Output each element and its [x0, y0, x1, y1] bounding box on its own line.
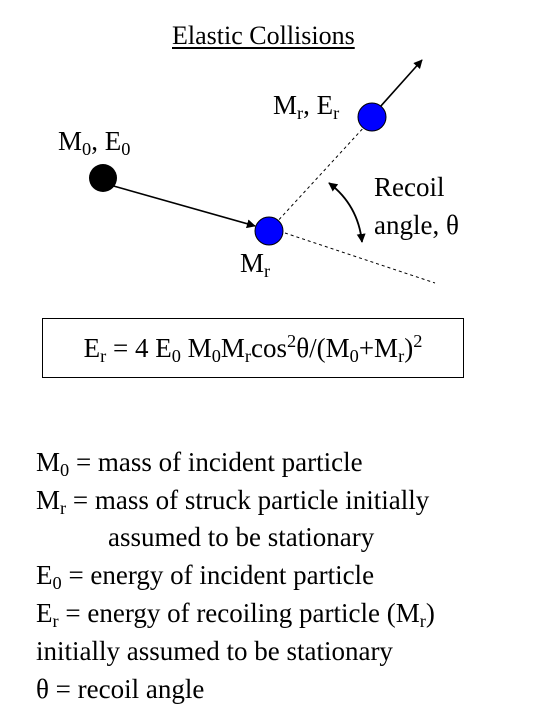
definition-er-continued: initially assumed to be stationary: [36, 636, 393, 666]
formula-box: Er = 4 E0 M0Mrcos2θ/(M0+Mr)2: [42, 318, 464, 378]
recoil-particle: [357, 102, 387, 132]
diagram-title: Elastic Collisions: [172, 21, 355, 50]
definition-mr: Mr = mass of struck particle initially: [36, 485, 430, 519]
recoil-trajectory-arrow: [379, 59, 423, 108]
incident-particle-label: M0, E0: [58, 126, 131, 160]
incident-trajectory-arrow: [109, 184, 256, 229]
recoil-path-dashed: [274, 124, 367, 225]
incident-particle: [89, 164, 117, 192]
incident-direction-dashed: [284, 232, 436, 284]
definition-mr-continued: assumed to be stationary: [108, 522, 375, 552]
definition-m0: M0 = mass of incident particle: [36, 447, 363, 481]
recoil-particle-label: Mr, Er: [273, 90, 340, 124]
definition-theta: θ = recoil angle: [36, 674, 205, 704]
definition-e0: E0 = energy of incident particle: [36, 560, 375, 594]
target-particle: [254, 216, 284, 246]
definition-er: Er = energy of recoiling particle (Mr): [36, 598, 435, 632]
target-particle-label: Mr: [240, 248, 271, 282]
recoil-angle-arc: [328, 182, 366, 243]
recoil-energy-formula: Er = 4 E0 M0Mrcos2θ/(M0+Mr)2: [83, 330, 423, 367]
recoil-angle-label: Recoil: [374, 172, 445, 202]
recoil-angle-label-2: angle, θ: [374, 210, 459, 240]
